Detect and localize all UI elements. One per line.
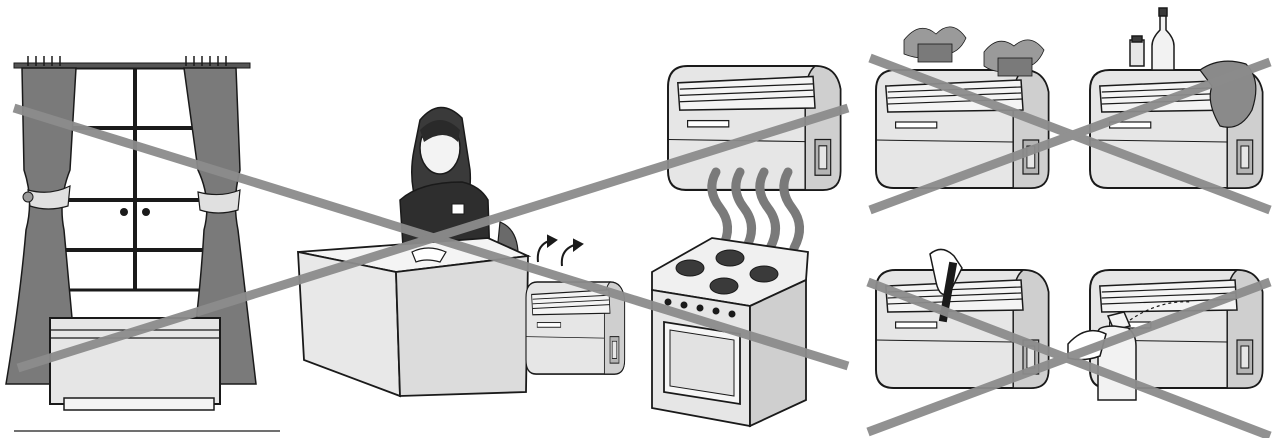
airflow-arrow-icon xyxy=(538,236,582,266)
window-curtain-panel xyxy=(6,56,280,431)
plants-on-unit-panel xyxy=(876,27,1048,188)
bottle-icon xyxy=(1130,8,1174,70)
spray-on-unit-panel xyxy=(1068,270,1262,400)
plant-icon xyxy=(904,27,1044,76)
desk-person-panel xyxy=(298,107,625,396)
